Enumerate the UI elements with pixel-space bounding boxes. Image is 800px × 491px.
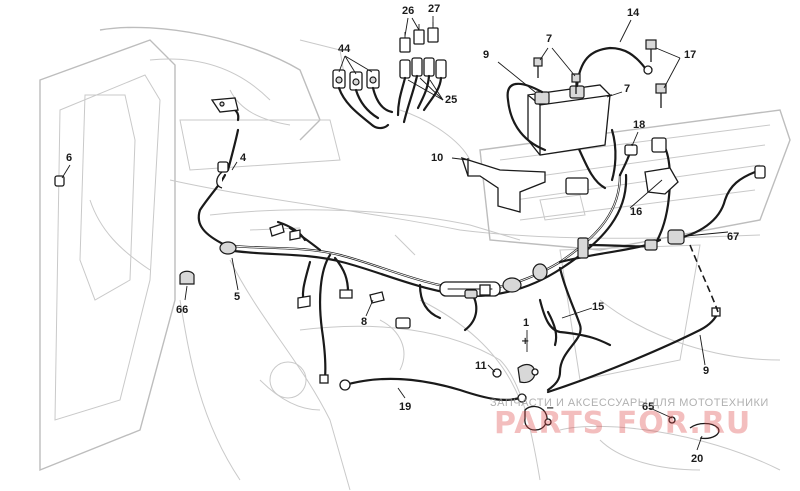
callout-7-top: 7 [546, 33, 553, 45]
callout-66: 66 [176, 304, 189, 316]
callout-4: 4 [240, 152, 247, 164]
callout-16: 16 [630, 206, 643, 218]
terminal-fittings [492, 363, 720, 440]
frame-ghost-lines [39, 26, 791, 491]
fuses-26-27 [399, 22, 439, 53]
callout-11: 11 [475, 360, 487, 372]
callout-7-right: 7 [624, 83, 631, 95]
callout-10: 10 [431, 152, 444, 164]
callout-20: 20 [691, 453, 704, 465]
callout-17: 17 [684, 49, 697, 61]
leader-lines [61, 16, 729, 451]
main-wiring-harness [197, 106, 757, 392]
callout-65: 65 [642, 401, 655, 413]
ground-cable-19 [339, 377, 527, 403]
positive-terminal-sign: + [521, 336, 530, 347]
callout-14: 14 [627, 7, 640, 19]
callout-44: 44 [338, 43, 351, 55]
callout-18: 18 [633, 119, 646, 131]
callout-6: 6 [66, 152, 73, 164]
watermark-logo: PARTS FOR.RU [494, 406, 752, 441]
watermark-caption: ЗАПЧАСТИ И АКСЕССУАРЫ ДЛЯ МОТОТЕХНИКИ [490, 397, 769, 409]
harness-grommets [219, 165, 766, 299]
callout-8: 8 [361, 316, 368, 328]
callout-25: 25 [445, 94, 458, 106]
callout-26: 26 [402, 5, 415, 17]
battery-cable-9 [546, 244, 721, 394]
connectors-25 [396, 57, 447, 124]
battery-bracket [460, 156, 546, 213]
callout-5: 5 [234, 291, 241, 303]
callout-9-top: 9 [483, 49, 490, 61]
connectors-44 [332, 69, 394, 130]
callout-1: 1 [523, 317, 530, 329]
callout-67: 67 [727, 231, 740, 243]
callout-9-bottom: 9 [703, 365, 710, 377]
callout-19: 19 [399, 401, 412, 413]
bolts [533, 39, 667, 108]
small-parts [54, 97, 411, 384]
battery [506, 46, 653, 156]
negative-terminal-sign: − [546, 403, 555, 414]
callout-15: 15 [592, 301, 605, 313]
callout-27: 27 [428, 3, 441, 15]
